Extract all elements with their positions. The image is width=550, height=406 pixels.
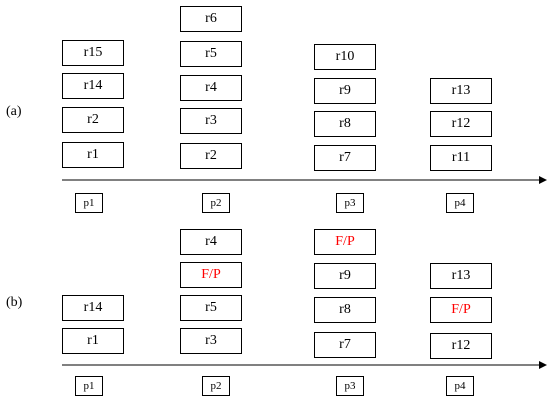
task-box: r2 xyxy=(62,107,124,133)
processor-label: p4 xyxy=(446,193,474,213)
task-box: r10 xyxy=(314,44,376,70)
task-box-fp: F/P xyxy=(314,229,376,255)
processor-label: p3 xyxy=(336,376,364,396)
task-box: r9 xyxy=(314,78,376,104)
task-box: r12 xyxy=(430,111,492,137)
task-box-fp: F/P xyxy=(180,262,242,288)
task-box: r4 xyxy=(180,75,242,101)
task-box: r1 xyxy=(62,142,124,168)
task-box: r6 xyxy=(180,6,242,32)
processor-label: p2 xyxy=(202,376,230,396)
task-box: r3 xyxy=(180,328,242,354)
processor-label: p1 xyxy=(75,376,103,396)
processor-label: p4 xyxy=(446,376,474,396)
task-box-fp: F/P xyxy=(430,297,492,323)
task-box: r7 xyxy=(314,332,376,358)
task-box: r14 xyxy=(62,295,124,321)
task-box: r7 xyxy=(314,145,376,171)
task-box: r5 xyxy=(180,41,242,67)
task-box: r11 xyxy=(430,145,492,171)
task-box: r9 xyxy=(314,263,376,289)
task-box: r8 xyxy=(314,297,376,323)
task-box: r2 xyxy=(180,143,242,169)
task-box: r13 xyxy=(430,78,492,104)
task-box: r1 xyxy=(62,328,124,354)
panel-label-a: (a) xyxy=(6,104,22,119)
task-box: r12 xyxy=(430,333,492,359)
task-box: r3 xyxy=(180,108,242,134)
task-box: r8 xyxy=(314,111,376,137)
task-box: r14 xyxy=(62,73,124,99)
processor-label: p3 xyxy=(336,193,364,213)
task-box: r4 xyxy=(180,229,242,255)
task-box: r15 xyxy=(62,40,124,66)
processor-label: p1 xyxy=(75,193,103,213)
panel-label-b: (b) xyxy=(6,295,23,310)
task-box: r5 xyxy=(180,295,242,321)
task-box: r13 xyxy=(430,263,492,289)
processor-label: p2 xyxy=(202,193,230,213)
